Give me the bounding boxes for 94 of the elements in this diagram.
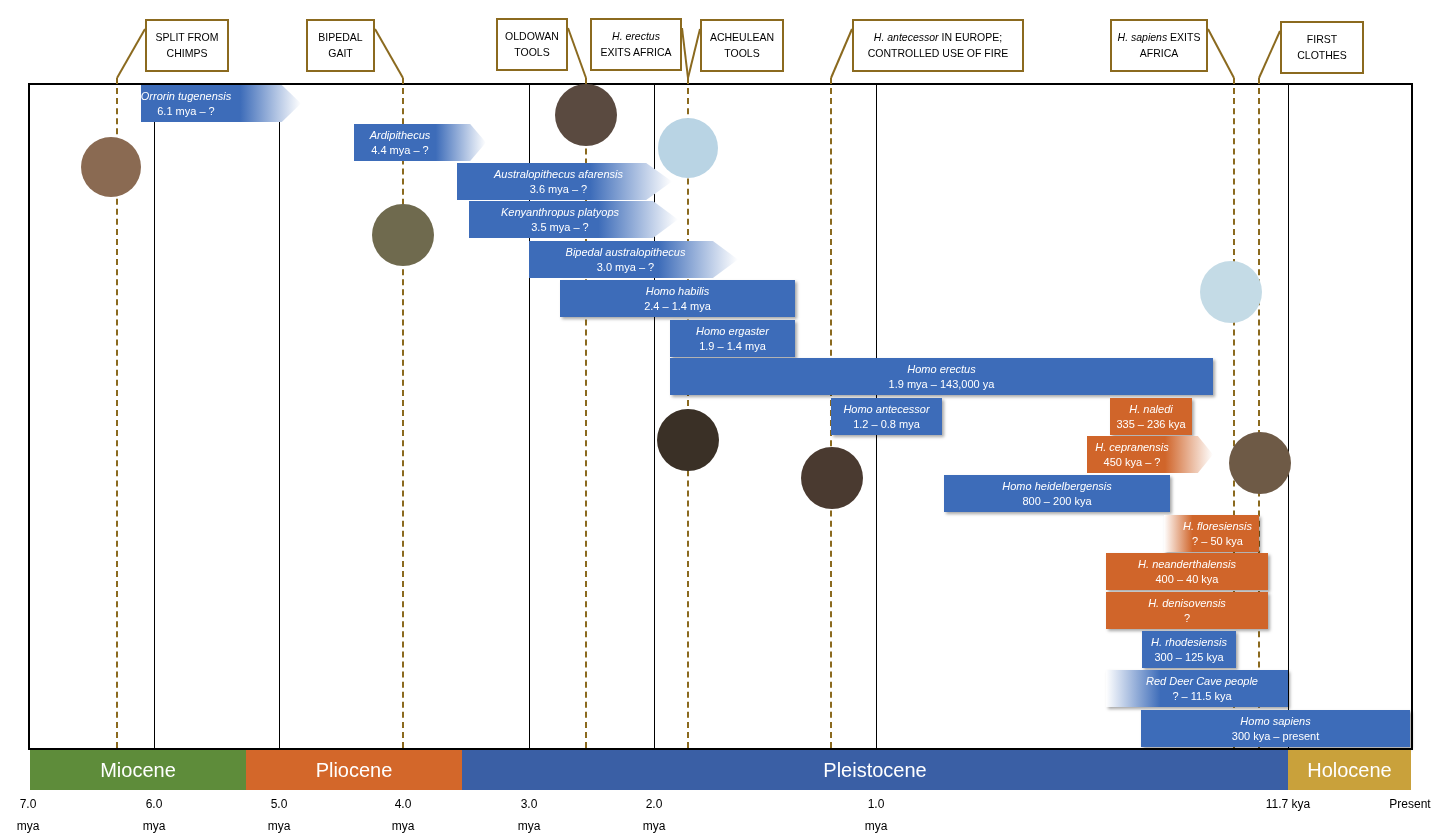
axis-tick-label: 2.0 mya [641, 796, 667, 835]
species-name: Ardipithecus [369, 127, 431, 143]
species-bar [1142, 631, 1236, 668]
species-name: Homo heidelbergensis [1002, 478, 1112, 494]
leader-line [374, 28, 404, 79]
callout-text: H. sapiens EXITS AFRICA [1116, 30, 1202, 61]
species-bar [141, 85, 301, 122]
date-range: ? – 11.5 kya [1172, 688, 1232, 704]
axis-tick-label: 5.0 mya [266, 796, 292, 835]
axis-tick-label: Present [1389, 796, 1431, 813]
date-range: 335 – 236 kya [1116, 416, 1186, 432]
callout-text: BIPEDAL GAIT [317, 30, 364, 61]
species-name: H. floresiensis [1182, 518, 1253, 534]
species-bar [1141, 710, 1410, 747]
callout-box [700, 19, 784, 72]
species-name: Homo antecessor [843, 401, 930, 417]
callout-text: FIRST CLOTHES [1296, 32, 1348, 63]
species-name: H. denisovensis [1148, 595, 1226, 611]
species-name: Homo ergaster [696, 323, 769, 339]
leader-line [681, 27, 689, 79]
callout-text: OLDOWAN TOOLS [504, 29, 560, 60]
species-bar [1106, 670, 1288, 707]
species-bar [1164, 515, 1259, 552]
axis-tick-label: 6.0 mya [141, 796, 167, 835]
species-bar [670, 320, 795, 357]
callout-text: ACHEULEAN TOOLS [708, 30, 776, 61]
epoch-name: Holocene [1307, 758, 1392, 783]
callout-box [1110, 19, 1208, 72]
date-range: 800 – 200 kya [1022, 493, 1092, 509]
date-range: 300 – 125 kya [1154, 649, 1224, 665]
species-name: Homo sapiens [1240, 713, 1311, 729]
date-range: 2.4 – 1.4 mya [644, 298, 711, 314]
epoch-name: Miocene [100, 758, 176, 783]
callout-box [852, 19, 1024, 72]
leader-line [116, 28, 146, 79]
callout-box [1280, 21, 1364, 74]
date-range: 1.9 – 1.4 mya [699, 338, 766, 354]
callout-box [145, 19, 229, 72]
species-name: Kenyanthropus platyops [501, 204, 619, 220]
date-range: 3.0 mya – ? [596, 259, 655, 275]
callout-box [496, 18, 568, 71]
species-name: Homo erectus [907, 361, 976, 377]
axis-tick-label: 11.7 kya [1265, 796, 1311, 813]
species-name: H. cepranensis [1095, 439, 1169, 455]
species-bar [670, 358, 1213, 395]
axis-tick-label: 7.0 mya [15, 796, 41, 835]
date-range: 400 – 40 kya [1155, 571, 1219, 587]
species-bar [354, 124, 486, 161]
epoch-band [462, 750, 1288, 790]
callout-box [306, 19, 375, 72]
date-range: 3.5 mya – ? [531, 219, 589, 235]
epoch-band [246, 750, 462, 790]
axis-tick-label: 3.0 mya [516, 796, 542, 835]
species-name: Bipedal australopithecus [565, 244, 686, 260]
date-range: 1.2 – 0.8 mya [853, 416, 920, 432]
species-name: Red Deer Cave people [1146, 673, 1258, 689]
species-bar [469, 201, 678, 238]
leader-line [1207, 28, 1235, 79]
species-bar [1106, 553, 1268, 590]
epoch-name: Pliocene [315, 758, 393, 783]
species-name: H. naledi [1129, 401, 1173, 417]
epoch-band [30, 750, 246, 790]
epoch-name: Pleistocene [823, 758, 927, 783]
species-name: Australopithecus afarensis [494, 166, 623, 182]
date-range: ? – 50 kya [1192, 533, 1243, 549]
callout-box [590, 18, 682, 71]
leader-line [687, 28, 701, 79]
species-bar [457, 163, 672, 200]
species-name: Orrorin tugenensis [140, 88, 232, 104]
species-bar [831, 398, 942, 435]
species-bar [1087, 436, 1213, 473]
axis-tick-label: 4.0 mya [390, 796, 416, 835]
callout-text: SPLIT FROM CHIMPS [154, 30, 220, 61]
leader-line [1258, 30, 1281, 79]
species-name: H. rhodesiensis [1151, 634, 1227, 650]
species-name: Homo habilis [645, 283, 710, 299]
species-bar [529, 241, 738, 278]
callout-text: H. antecessor IN EUROPE; CONTROLLED USE OF FIRE [866, 30, 1010, 61]
callout-text: H. erectus EXITS AFRICA [599, 29, 673, 60]
date-range: 300 kya – present [1231, 728, 1320, 744]
axis-tick-label: 1.0 mya [863, 796, 889, 835]
species-bar [1110, 398, 1192, 435]
leader-line [830, 28, 853, 79]
date-range: 3.6 mya – ? [529, 181, 588, 197]
date-range: 450 kya – ? [1103, 454, 1161, 470]
species-bar [944, 475, 1170, 512]
date-range: 6.1 mya – ? [157, 103, 215, 119]
date-range: ? [1183, 610, 1191, 626]
epoch-band [1288, 750, 1411, 790]
date-range: 4.4 mya – ? [371, 142, 429, 158]
date-range: 1.9 mya – 143,000 ya [888, 376, 995, 392]
species-bar [1106, 592, 1268, 629]
species-bar [560, 280, 795, 317]
species-name: H. neanderthalensis [1138, 556, 1236, 572]
